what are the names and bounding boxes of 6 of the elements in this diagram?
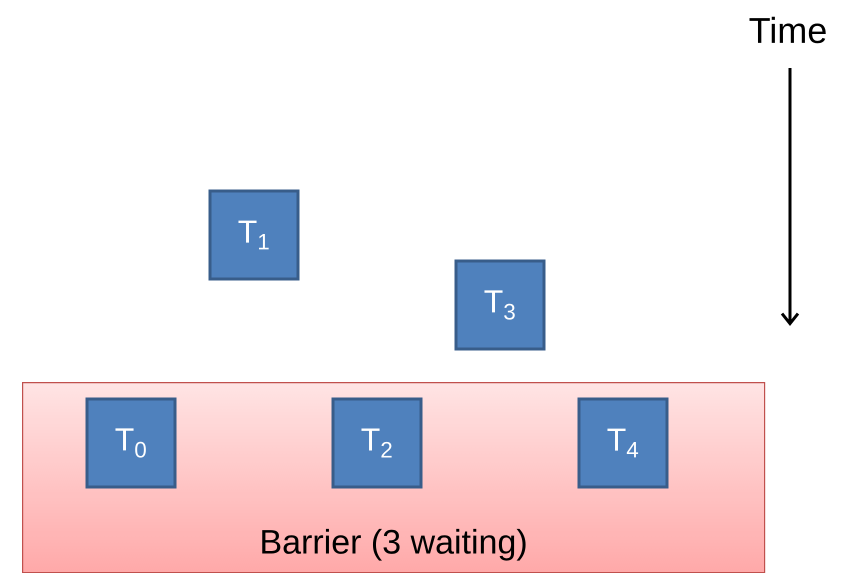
time-label: Time (749, 16, 826, 44)
thread-box: T$_{4}$ (578, 398, 668, 488)
thread-box: T$_{2}$ (332, 398, 422, 488)
thread-box: T$_{0}$ (86, 398, 176, 488)
thread-box: T$_{3}$ (454, 260, 546, 350)
thread-box: T$_{1}$ (208, 190, 300, 280)
